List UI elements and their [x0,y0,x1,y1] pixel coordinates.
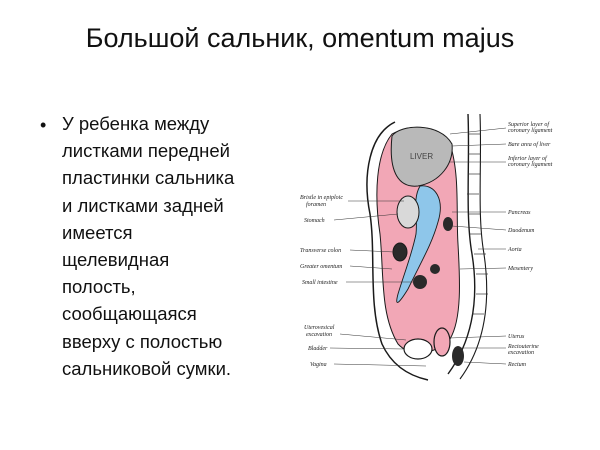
left-leader-lines [329,200,427,367]
slide-title: Большой сальник, omentum majus [85,23,515,53]
abdominal-wall [366,121,429,381]
label-right: coronary ligament [508,128,553,134]
label-right: Duodenum [507,228,535,234]
label-right: Aorta [507,247,522,253]
label-left: excavation [306,332,332,338]
label-left: Small intestine [302,280,338,286]
right-labels: Superior layer of coronary ligament Bare… [507,121,553,368]
left-labels: Bristle in epiploic foramen Stomach Tran… [300,195,343,368]
label-left: Uterovesical [304,325,335,331]
label-right: Inferior layer of [507,155,548,162]
rectum [452,346,464,366]
label-left: Vagina [310,362,327,368]
liver [390,126,453,187]
duodenum [443,217,453,231]
stomach [396,195,420,229]
bullet-text: У ребенка между листками передней пласти… [62,113,235,379]
small-intestine-loop [430,264,440,274]
small-intestine [413,275,427,289]
label-left: Bladder [308,346,328,352]
label-right: Rectouterine [507,344,539,350]
label-left: Transverse colon [300,248,341,254]
uterus [433,327,451,357]
label-right: Superior layer of [508,121,550,128]
anatomy-diagram: LIVER Bristle in epiploic foramen Stomac… [300,113,553,381]
label-left: Stomach [304,218,325,224]
label-right: Uterus [508,334,525,340]
liver-label: LIVER [410,152,433,161]
label-right: Rectum [507,362,527,368]
label-right: Mesentery [507,266,533,272]
bladder [403,338,433,360]
omental-bursa [396,185,441,303]
transverse-colon [392,242,408,262]
bullet-marker: • [40,115,47,135]
label-left: foramen [306,201,326,208]
label-right: excavation [508,350,534,356]
label-left: Greater omentum [300,264,343,270]
vertebrae [467,133,488,315]
right-leader-lines [449,127,507,365]
label-left: Bristle in epiploic [300,195,343,201]
vertebral-column [447,113,476,375]
label-right: Bare area of liver [508,141,551,148]
sagittal-section-figure: LIVER Bristle in epiploic foramen Stomac… [300,104,560,400]
label-right: coronary ligament [508,162,553,168]
label-right: Pancreas [507,210,531,216]
